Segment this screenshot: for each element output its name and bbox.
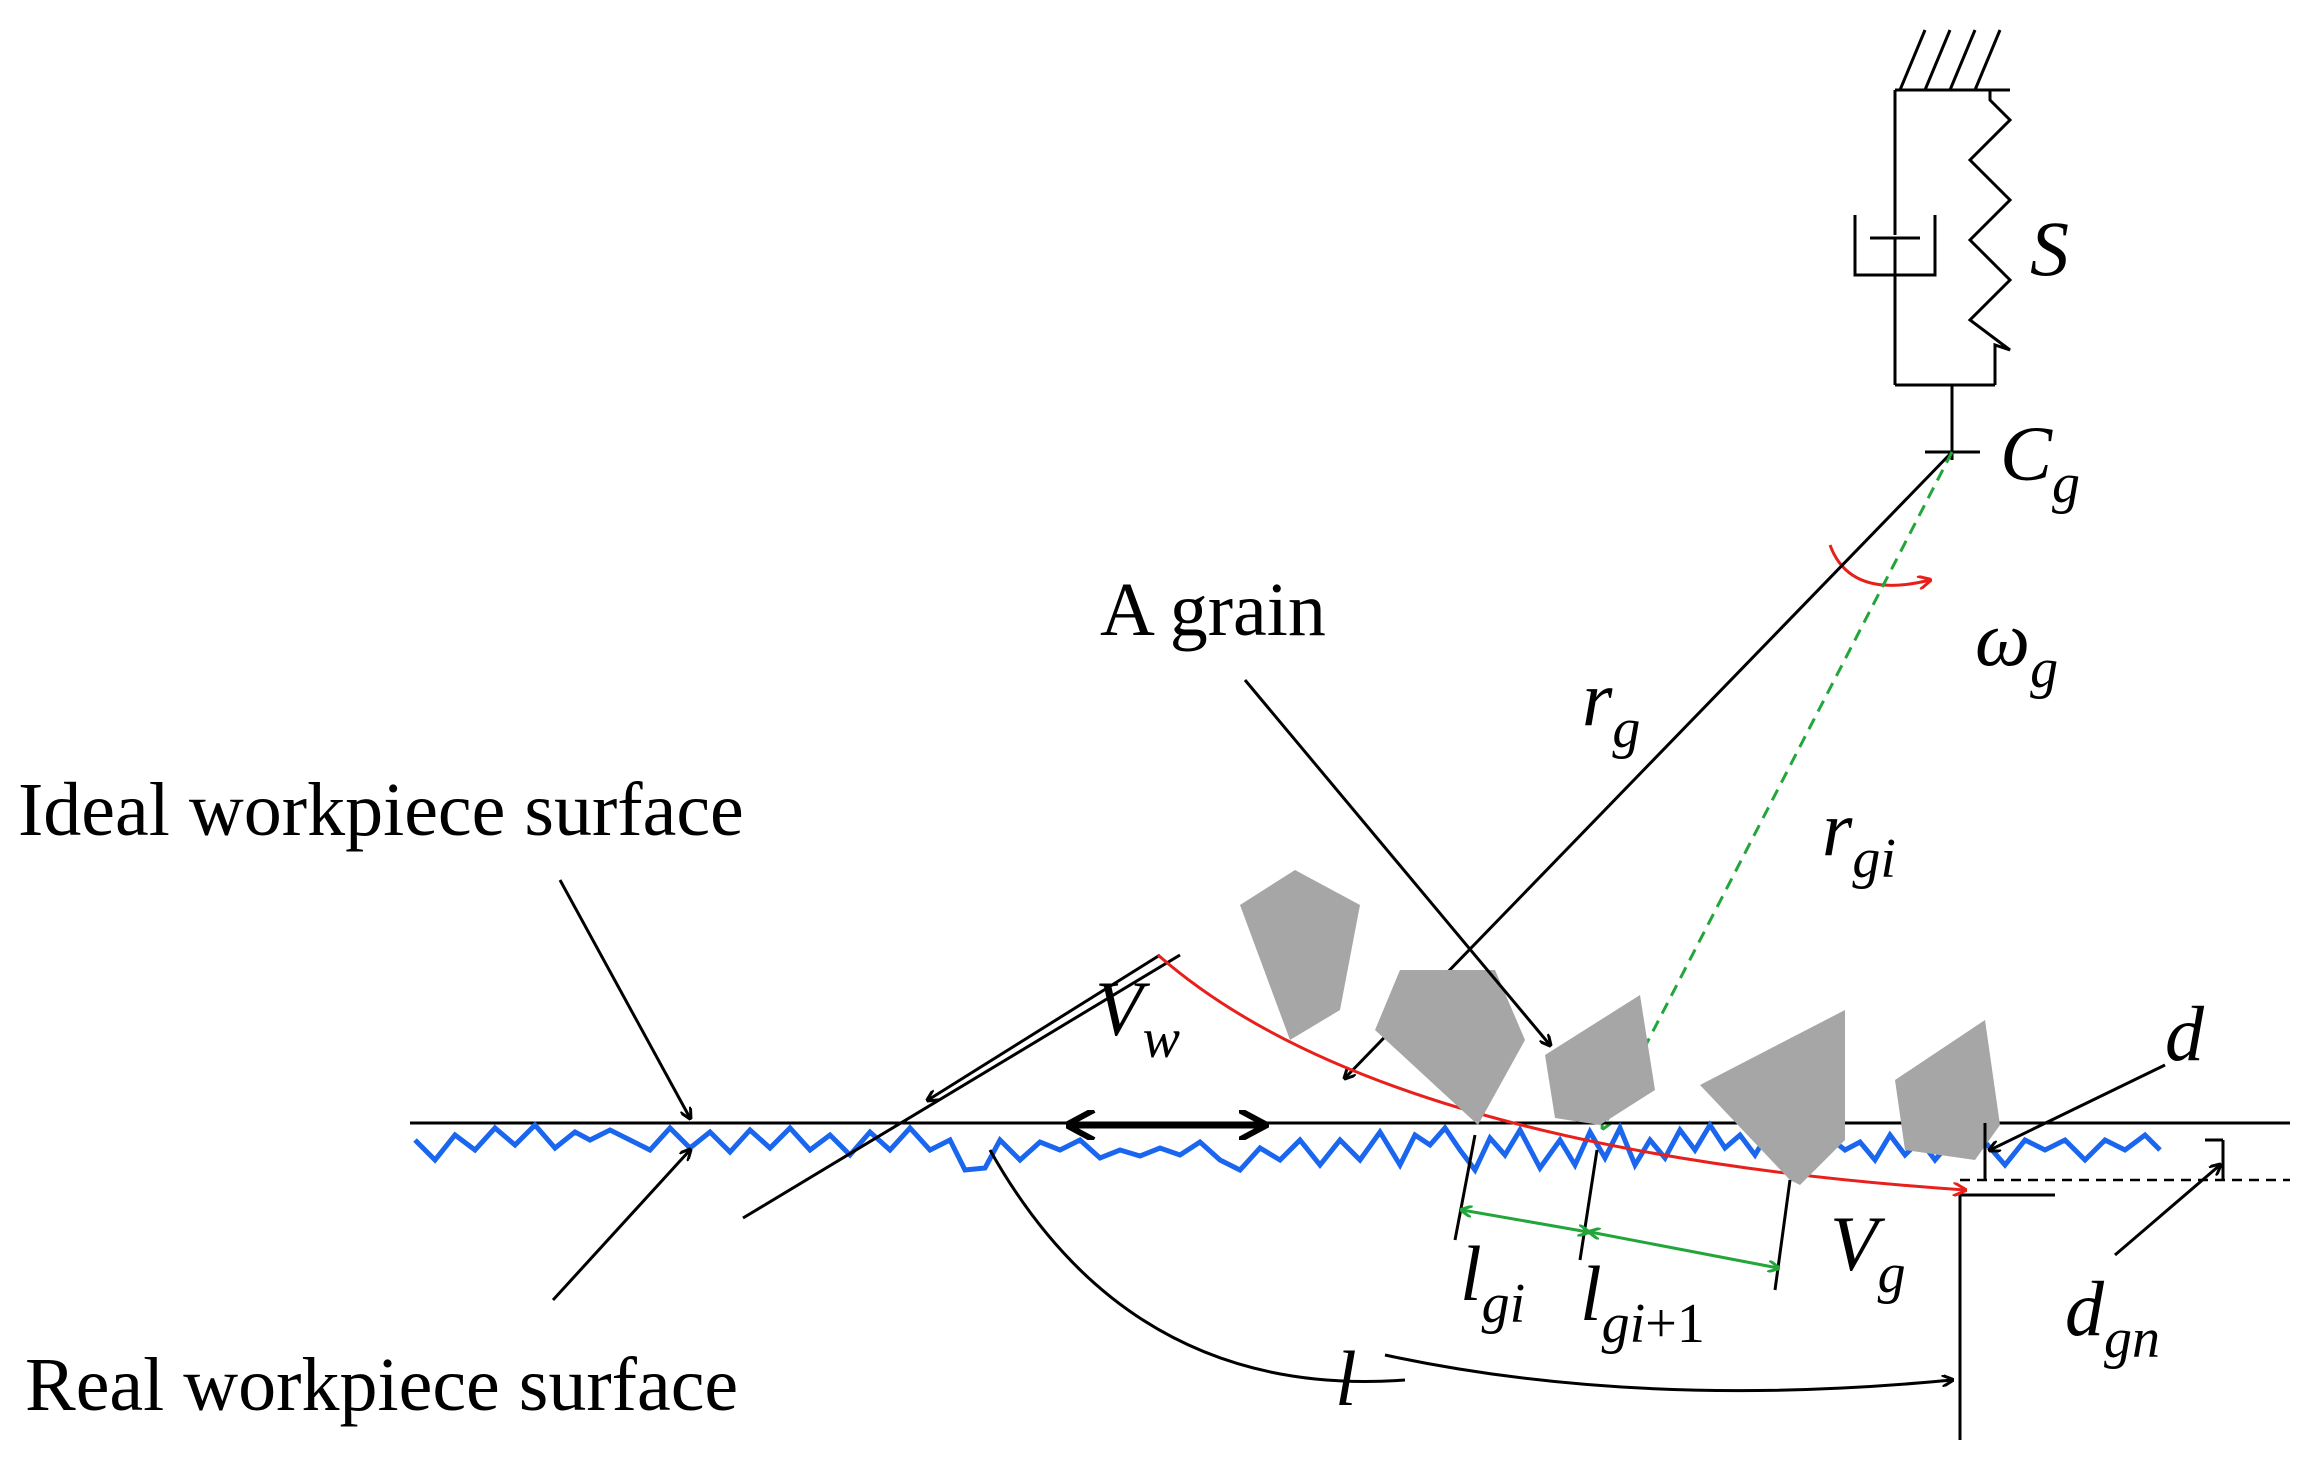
grain-5 <box>1895 1020 2000 1160</box>
ideal-surface-label: Ideal workpiece surface <box>18 768 744 852</box>
damper <box>1853 90 1937 385</box>
spring-icon <box>1967 90 2013 385</box>
real-surface-pointer <box>551 1150 690 1302</box>
center-label: Cg <box>2000 410 2080 515</box>
dgn-pointer <box>2114 1165 2220 1257</box>
contact-length-arrow <box>988 1149 1406 1383</box>
d-pointer <box>1990 1063 2166 1150</box>
lgi1-arrow <box>1590 1232 1778 1268</box>
contact-entry-line <box>742 953 1181 1220</box>
spacing-tick-3 <box>1773 1179 1792 1291</box>
lgi-arrow <box>1462 1210 1588 1232</box>
l-label: l <box>1335 1335 1357 1422</box>
a-grain-label: A grain <box>1100 568 1326 652</box>
contact-length-arrow-2 <box>1384 1353 1952 1393</box>
spacing-tick-2 <box>1578 1149 1599 1261</box>
lgi-label: lgi <box>1460 1230 1525 1335</box>
dgn-label: dgn <box>2065 1265 2160 1370</box>
lgi1-label: lgi+1 <box>1580 1250 1705 1355</box>
rg-label: rg <box>1582 655 1640 760</box>
ground-hatch <box>1895 29 2010 92</box>
real-surface-label: Real workpiece surface <box>25 1343 738 1427</box>
a-grain-pointer <box>1243 679 1550 1045</box>
grain-4 <box>1700 1010 1845 1185</box>
radius-rgi <box>1603 451 1954 1128</box>
rgi-label: rgi <box>1822 785 1896 890</box>
contact-entry-edge <box>928 953 1161 1100</box>
grain-3 <box>1545 995 1655 1125</box>
omega-label: ωg <box>1975 595 2058 700</box>
spacing-tick-1 <box>1453 1134 1477 1241</box>
support-link <box>1895 383 1995 460</box>
ideal-surface-pointer <box>558 879 690 1118</box>
vw-label: Vw <box>1095 965 1180 1070</box>
vg-label: Vg <box>1830 1200 1906 1305</box>
grain-1 <box>1240 870 1360 1040</box>
grain-2 <box>1375 970 1525 1125</box>
real-surface-profile <box>413 1120 2162 1175</box>
rotation-arrow <box>1828 544 1930 585</box>
spring-label: S <box>2030 205 2069 292</box>
d-label: d <box>2165 990 2205 1077</box>
